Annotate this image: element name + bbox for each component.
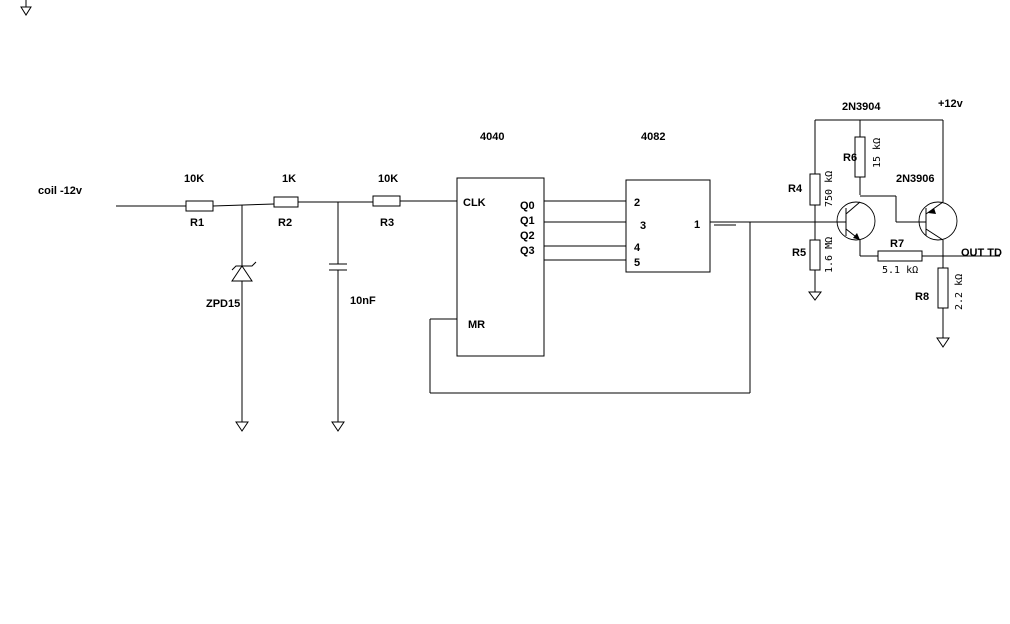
supply-label: +12v xyxy=(938,98,964,110)
gate-pin-2: 2 xyxy=(634,197,640,209)
r7-value: 5.1 kΩ xyxy=(882,265,918,276)
resistor-r3: 10K R3 xyxy=(372,173,401,229)
output-label: OUT TD xyxy=(961,247,1002,259)
r4-ref: R4 xyxy=(788,183,803,195)
input-label: coil -12v xyxy=(38,185,83,197)
counter-clk-pin: CLK xyxy=(463,197,486,209)
pnp-transistor-label: 2N3906 xyxy=(896,173,935,185)
r1-value: 10K xyxy=(184,173,204,185)
counter-q2-pin: Q2 xyxy=(520,230,535,242)
resistor-r8: R8 2.2 kΩ xyxy=(915,256,965,348)
zener-diode: ZPD15 xyxy=(206,205,257,422)
counter-ic-name: 4040 xyxy=(480,131,504,143)
resistor-r7: R7 5.1 kΩ xyxy=(877,238,923,276)
resistor-r2: 1K R2 xyxy=(273,173,299,229)
r6-ref: R6 xyxy=(843,152,857,164)
r2-ref: R2 xyxy=(278,217,292,229)
r3-ref: R3 xyxy=(380,217,394,229)
gate-pin-3: 3 xyxy=(640,220,646,232)
r8-ref: R8 xyxy=(915,291,929,303)
resistor-r5: R5 1.6 MΩ xyxy=(792,237,835,301)
counter-q1-pin: Q1 xyxy=(520,215,535,227)
resistor-r1: 10K R1 xyxy=(184,173,214,229)
pnp-transistor xyxy=(918,120,958,241)
npn-transistor-label: 2N3904 xyxy=(842,101,881,113)
r7-ref: R7 xyxy=(890,238,904,250)
npn-transistor xyxy=(815,201,876,256)
gate-ic-4082: 4082 2 3 4 5 1 xyxy=(625,131,711,273)
gate-ic-name: 4082 xyxy=(641,131,665,143)
r3-value: 10K xyxy=(378,173,398,185)
zener-label: ZPD15 xyxy=(206,298,240,310)
r6-value: 15 kΩ xyxy=(872,138,883,168)
counter-q3-pin: Q3 xyxy=(520,245,535,257)
capacitor: 10nF xyxy=(329,202,376,422)
r1-ref: R1 xyxy=(190,217,204,229)
r8-value: 2.2 kΩ xyxy=(954,274,965,310)
r4-value: 750 kΩ xyxy=(824,171,835,207)
ground-symbol-capacitor xyxy=(331,421,345,432)
gate-pin-4: 4 xyxy=(634,242,641,254)
gate-pin-1: 1 xyxy=(694,219,700,231)
r5-value: 1.6 MΩ xyxy=(824,237,835,273)
wire-r1-r2 xyxy=(212,203,275,207)
resistor-r6: R6 15 kΩ xyxy=(843,120,883,195)
ground-symbol-zener xyxy=(235,421,249,432)
r5-ref: R5 xyxy=(792,247,806,259)
counter-q0-pin: Q0 xyxy=(520,200,535,212)
counter-mr-pin: MR xyxy=(468,319,485,331)
gate-pin-5: 5 xyxy=(634,257,640,269)
r2-value: 1K xyxy=(282,173,296,185)
counter-ic-4040: 4040 CLK MR Q0 Q1 Q2 Q3 xyxy=(456,131,545,357)
ground-symbol-top-left xyxy=(20,0,32,16)
capacitor-label: 10nF xyxy=(350,295,376,307)
